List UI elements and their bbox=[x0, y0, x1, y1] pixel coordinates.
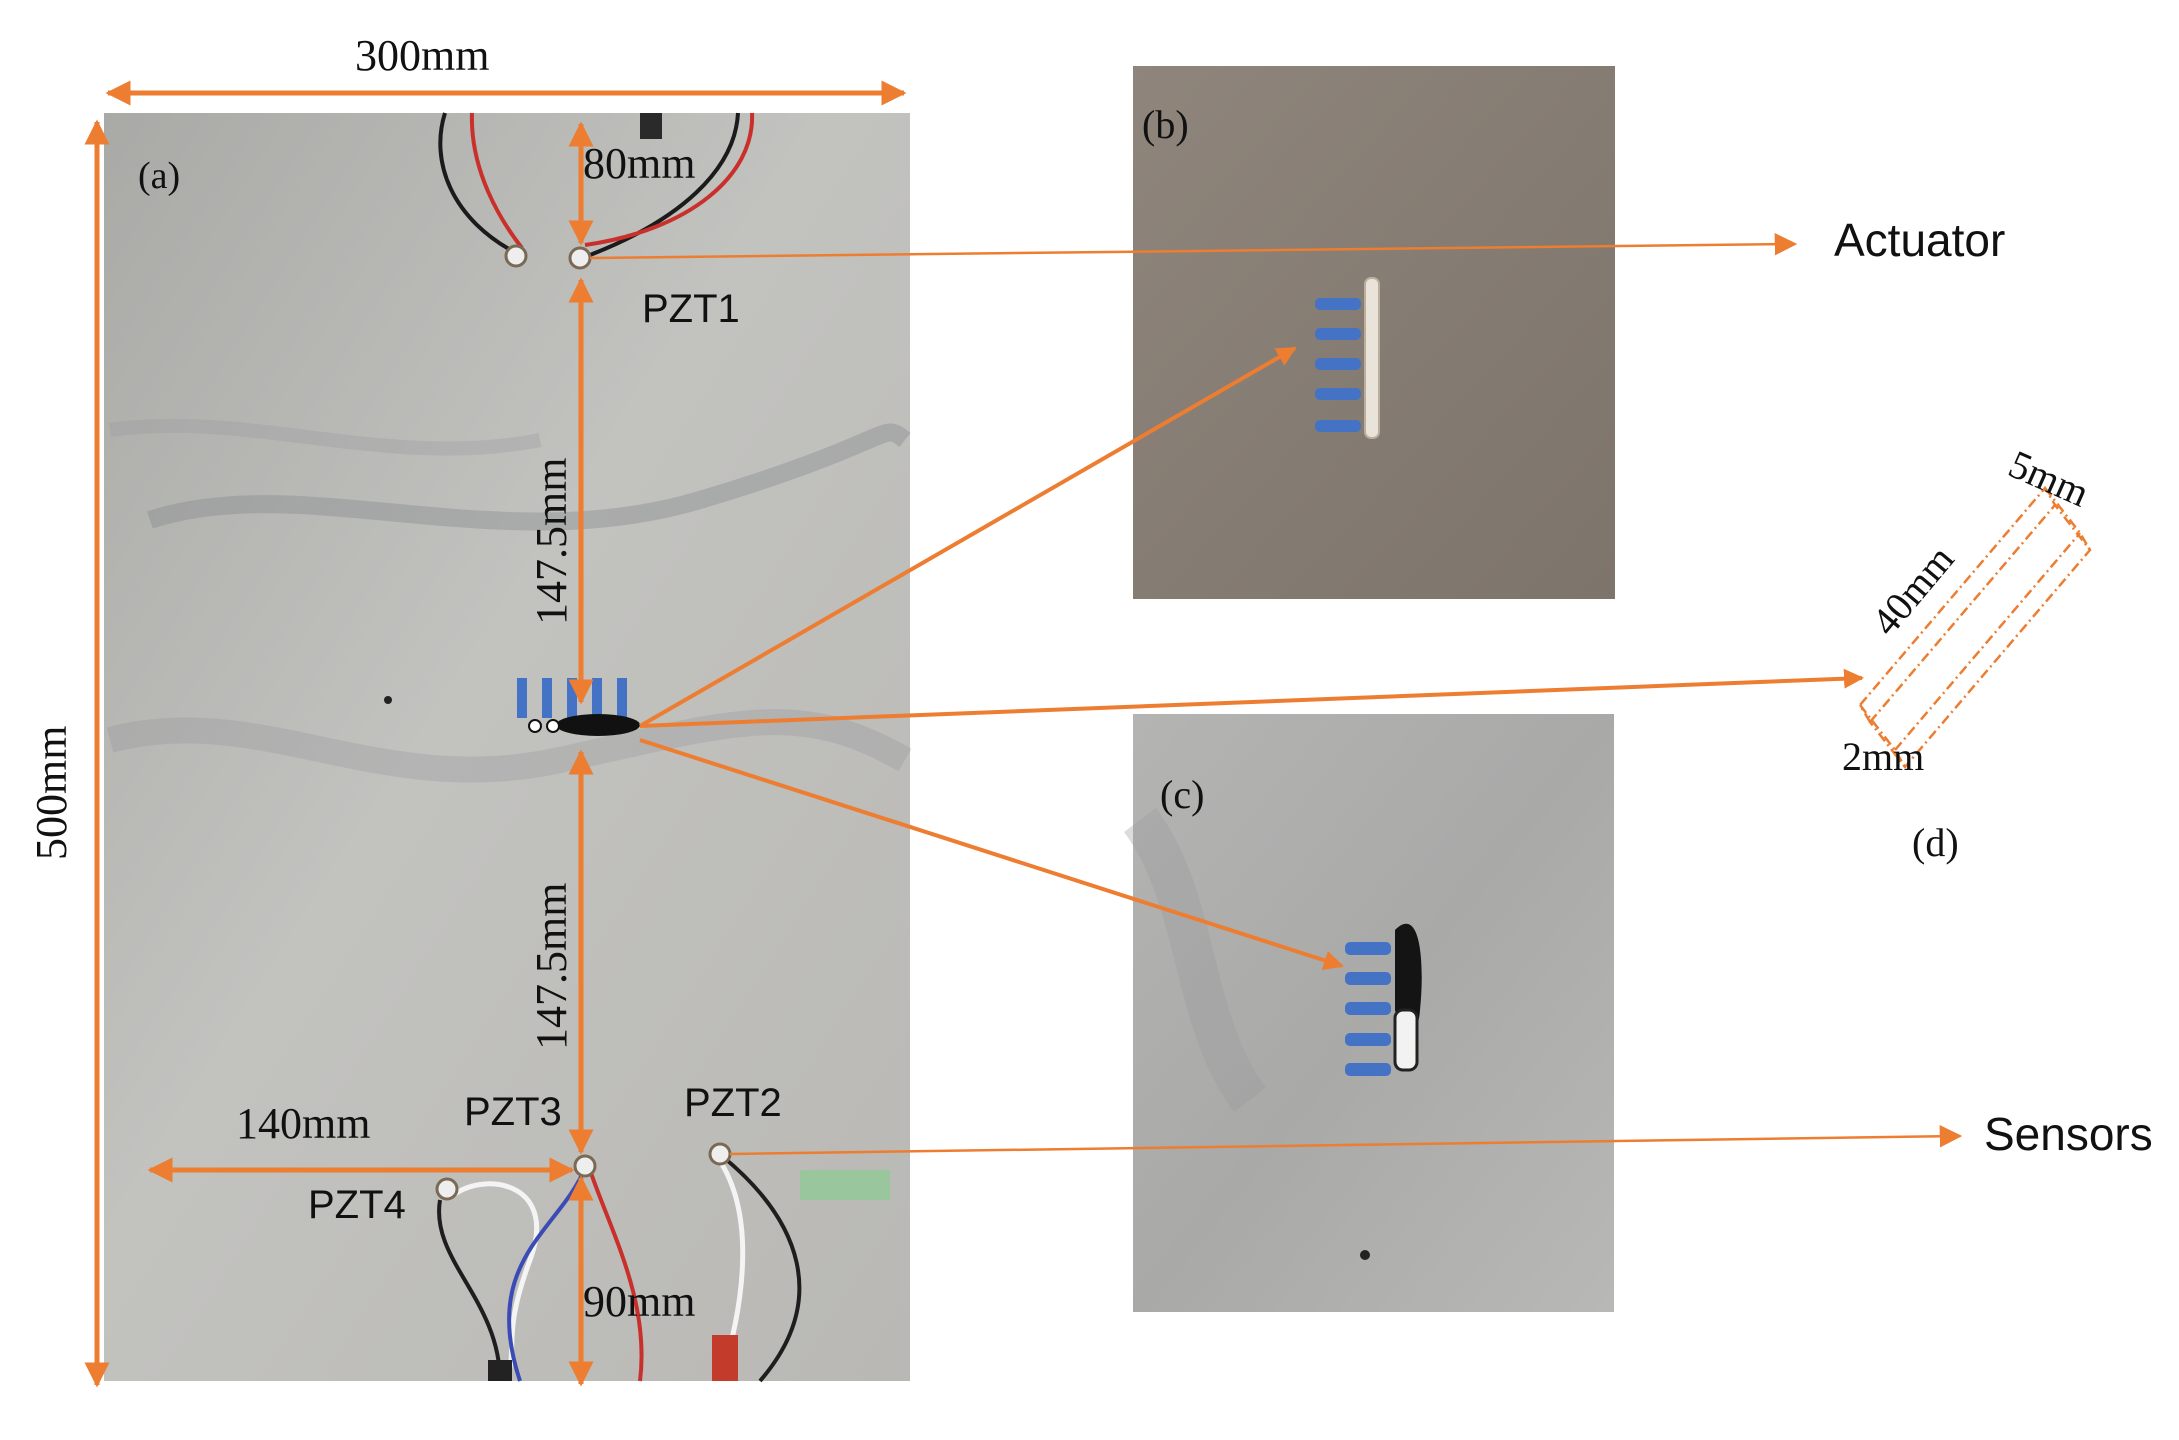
pzt3-label: PZT3 bbox=[464, 1090, 562, 1134]
blue-marker bbox=[1345, 972, 1391, 985]
thickness-label: 2mm bbox=[1842, 734, 1924, 779]
blue-marker bbox=[1315, 388, 1361, 400]
actuator-closeup bbox=[1315, 277, 1380, 439]
pzt-disc bbox=[708, 1142, 732, 1166]
strip bbox=[1364, 277, 1380, 439]
panel-a-label: (a) bbox=[138, 155, 180, 197]
plate-reflection bbox=[109, 418, 542, 456]
sensors-callout-arrow bbox=[729, 1125, 1963, 1156]
blue-marker bbox=[1345, 1063, 1391, 1076]
pzt-disc bbox=[568, 246, 592, 270]
plate-dot bbox=[1360, 1250, 1370, 1260]
panel-c-shadow bbox=[1123, 808, 1267, 1112]
plate-photo bbox=[104, 113, 910, 1381]
panel-d-label: (d) bbox=[1912, 820, 1959, 865]
width-label: 5mm bbox=[2002, 441, 2095, 516]
damage-box-sketch bbox=[1858, 485, 2092, 769]
length-label: 40mm bbox=[1862, 537, 1962, 644]
pzt-disc bbox=[504, 244, 528, 268]
damage-patch bbox=[556, 714, 640, 736]
pzt2-label: PZT2 bbox=[684, 1081, 782, 1125]
wire-black bbox=[720, 1154, 802, 1383]
panel-c-label: (c) bbox=[1160, 772, 1204, 817]
top-dim-label: 80mm bbox=[583, 139, 695, 188]
panel-a: (a) 300mm 500mm 80mm 147.5mm 147.5mm 140… bbox=[27, 31, 912, 1388]
wire-red bbox=[584, 112, 755, 247]
wire-black bbox=[589, 112, 740, 257]
panel-d: 5mm 40mm 2mm (d) bbox=[1842, 441, 2096, 865]
plate-reflection bbox=[106, 709, 912, 783]
height-dim-label: 500mm bbox=[27, 726, 76, 860]
blue-marker bbox=[617, 678, 627, 718]
panel-c: (c) bbox=[1123, 714, 1614, 1312]
wire-black bbox=[438, 112, 521, 257]
wire-red bbox=[469, 112, 524, 250]
wire-red bbox=[588, 1169, 644, 1382]
blue-marker bbox=[1345, 1033, 1391, 1046]
damaged-closeup bbox=[1345, 923, 1422, 1260]
sensors-label: Sensors bbox=[1984, 1108, 2153, 1160]
damage-hole bbox=[546, 719, 560, 733]
connector bbox=[712, 1335, 738, 1381]
to-panel-b-arrow bbox=[639, 346, 1297, 728]
actuator-label: Actuator bbox=[1834, 214, 2005, 266]
strip bbox=[1393, 1008, 1419, 1072]
damage-patch bbox=[1395, 923, 1422, 1033]
connector bbox=[640, 113, 662, 139]
blue-marker bbox=[1315, 358, 1361, 370]
panel-b-label: (b) bbox=[1142, 102, 1189, 147]
blue-marker bbox=[1345, 1002, 1391, 1015]
width-dim-label: 300mm bbox=[355, 31, 489, 80]
actuator-callout-arrow bbox=[589, 232, 1798, 260]
pzt4-label: PZT4 bbox=[308, 1183, 406, 1227]
damage-hole bbox=[528, 719, 542, 733]
blue-marker bbox=[592, 678, 602, 718]
upper-mid-dim-label: 147.5mm bbox=[527, 458, 576, 625]
panel-b: (b) bbox=[1133, 66, 1615, 599]
blue-marker bbox=[1315, 328, 1361, 340]
pzt-disc bbox=[435, 1177, 459, 1201]
blue-marker bbox=[1315, 298, 1361, 310]
blue-marker bbox=[567, 678, 577, 718]
plate-reflection bbox=[147, 423, 911, 531]
callout-arrows bbox=[589, 232, 1963, 1156]
connector bbox=[488, 1360, 512, 1381]
pzt-disc bbox=[573, 1154, 597, 1178]
lower-mid-dim-label: 147.5mm bbox=[527, 883, 576, 1050]
blue-marker bbox=[1315, 420, 1361, 432]
blue-marker bbox=[542, 678, 552, 718]
pzt1-label: PZT1 bbox=[642, 287, 740, 331]
to-panel-d-arrow bbox=[639, 668, 1864, 728]
blue-marker bbox=[1345, 942, 1391, 955]
blue-marker bbox=[517, 678, 527, 718]
bottom-dim-label: 90mm bbox=[583, 1277, 695, 1326]
left-dim-label: 140mm bbox=[236, 1099, 370, 1148]
to-panel-c-arrow bbox=[639, 738, 1344, 971]
green-reflection bbox=[800, 1170, 890, 1200]
plate-dot bbox=[384, 696, 392, 704]
wire-black bbox=[437, 1199, 502, 1382]
